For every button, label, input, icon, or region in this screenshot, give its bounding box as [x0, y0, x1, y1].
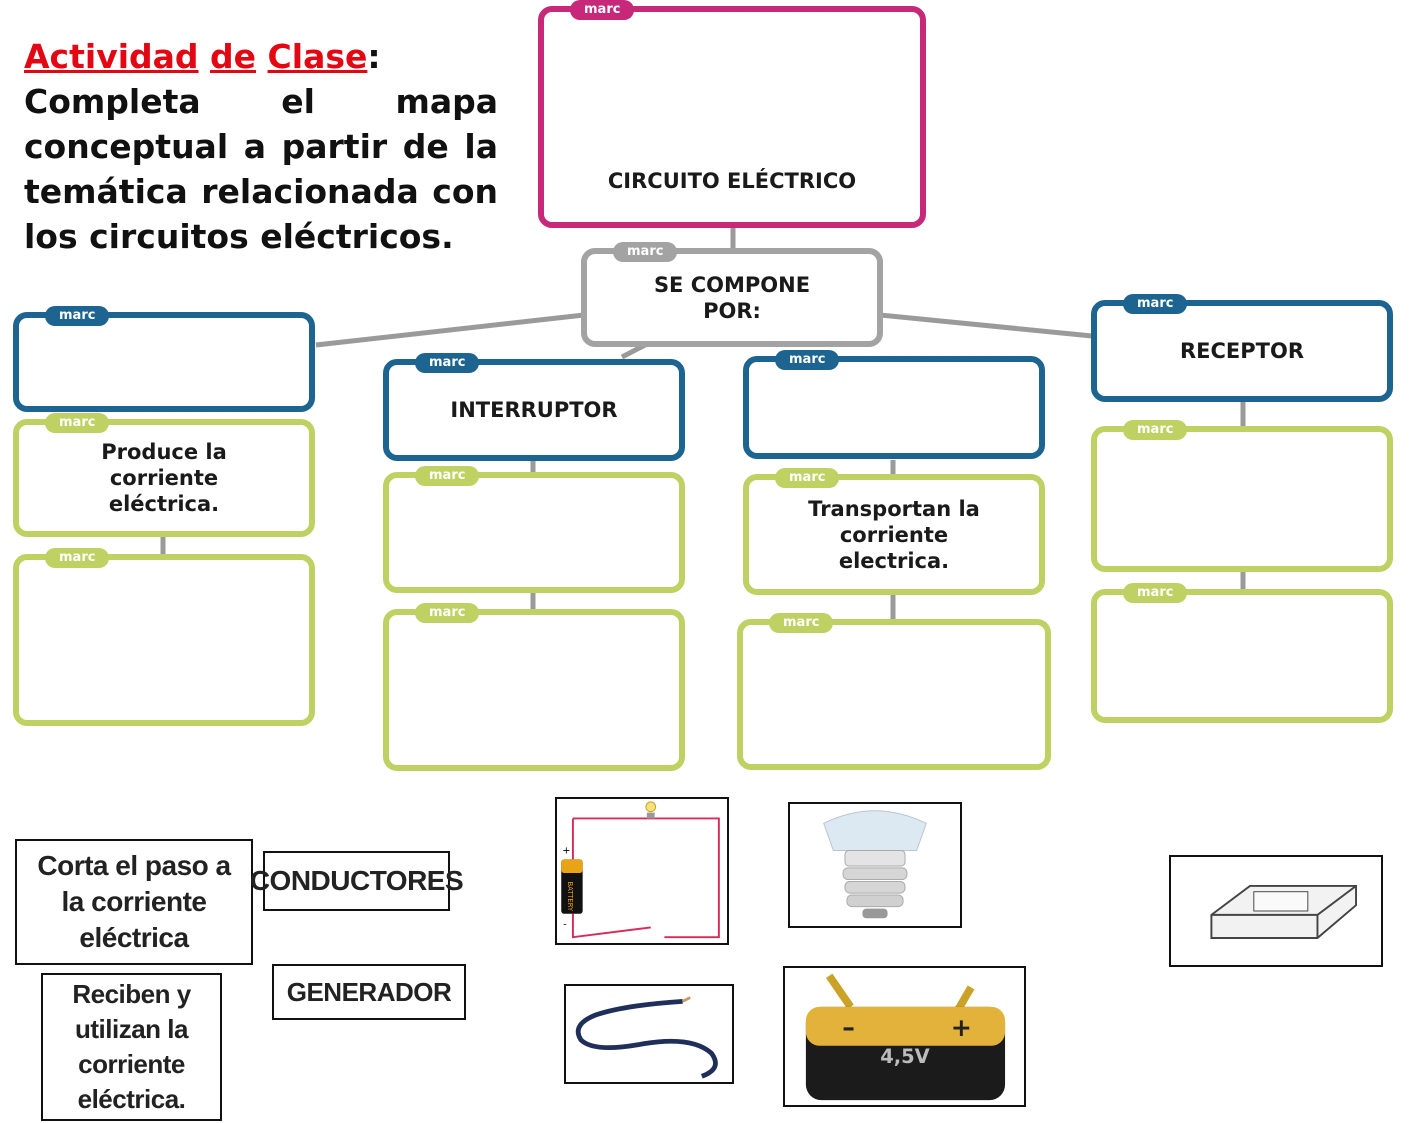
heading-instruction: Completa el mapa conceptual a partir de … [24, 82, 498, 256]
circuit-plus: + [562, 845, 570, 856]
composed-box[interactable]: marc SE COMPONE POR: [581, 242, 883, 347]
col2-desc-box[interactable]: marc [383, 466, 685, 593]
root-box[interactable]: marc CIRCUITO ELÉCTRICO [538, 0, 926, 228]
box-tag: marc [45, 306, 110, 326]
box-tag: marc [1123, 583, 1188, 603]
col3-desc: Transportan la corriente electrica. [808, 496, 980, 573]
activity-heading: Actividad de Clase: Completa el mapa con… [24, 34, 498, 259]
composed-label: SE COMPONE POR: [653, 272, 811, 323]
box-tag: marc [613, 242, 678, 262]
col3-example-box[interactable]: marc [737, 613, 1051, 770]
battery-minus: – [842, 1013, 855, 1042]
heading-word-de: de [210, 37, 257, 76]
battery-plus: + [951, 1013, 972, 1042]
card-conductores[interactable]: CONDUCTORES [250, 851, 464, 911]
col1-title-box[interactable]: marc [13, 306, 315, 412]
box-tag: marc [1123, 420, 1188, 440]
heading-word-actividad: Actividad [24, 37, 199, 76]
battery-voltage: 4,5V [880, 1045, 929, 1068]
box-tag: marc [415, 353, 480, 373]
card-conductores-text: CONDUCTORES [249, 865, 464, 896]
card-corta[interactable]: Corta el paso a la corriente eléctrica [15, 839, 253, 965]
heading-word-clase: Clase [267, 37, 368, 76]
battery-icon: – + 4,5V [805, 973, 1006, 1101]
card-corta-text: Corta el paso a la corriente eléctrica [37, 850, 231, 953]
col4-example-box[interactable]: marc [1091, 583, 1393, 723]
col3-desc-box[interactable]: marc Transportan la corriente electrica. [743, 468, 1045, 595]
box-tag: marc [775, 468, 840, 488]
col3-title-box[interactable]: marc [743, 350, 1045, 459]
cable-icon [575, 996, 718, 1079]
battery-image-card[interactable]: – + 4,5V [783, 966, 1026, 1107]
card-reciben-text: Reciben y utilizan la corriente eléctric… [72, 979, 191, 1114]
card-reciben[interactable]: Reciben y utilizan la corriente eléctric… [41, 973, 222, 1121]
col2-title-box[interactable]: marc INTERRUPTOR [383, 353, 685, 461]
root-label: CIRCUITO ELÉCTRICO [607, 169, 857, 193]
col4-title-box[interactable]: marc RECEPTOR [1091, 294, 1393, 402]
col4-title: RECEPTOR [1179, 339, 1304, 363]
box-tag: marc [45, 413, 110, 433]
card-generador-text: GENERADOR [286, 977, 452, 1007]
box-tag: marc [570, 0, 635, 20]
switch-icon [1210, 884, 1357, 939]
col4-desc-box[interactable]: marc [1091, 420, 1393, 572]
cable-image-card[interactable] [564, 984, 734, 1084]
box-tag: marc [415, 603, 480, 623]
circuit-diagram-icon: BATTERY + - [561, 801, 720, 939]
box-tag: marc [775, 350, 840, 370]
col2-example-box[interactable]: marc [383, 603, 685, 771]
switch-image-card[interactable] [1169, 855, 1383, 967]
bulb-image-card[interactable] [788, 802, 962, 928]
box-tag: marc [415, 466, 480, 486]
box-tag: marc [769, 613, 834, 633]
col1-example-box[interactable]: marc [13, 548, 315, 726]
circuit-image-card[interactable]: BATTERY + - [555, 797, 729, 945]
col2-title: INTERRUPTOR [450, 398, 618, 422]
box-tag: marc [45, 548, 110, 568]
light-bulb-icon [823, 810, 927, 919]
heading-title: Actividad de Clase: [24, 34, 498, 79]
heading-colon: : [367, 37, 381, 76]
battery-label: BATTERY [566, 881, 574, 912]
col1-desc: Produce la corriente eléctrica. [101, 440, 227, 516]
box-tag: marc [1123, 294, 1188, 314]
card-generador[interactable]: GENERADOR [272, 964, 466, 1020]
circuit-minus: - [563, 919, 567, 930]
col1-desc-box[interactable]: marc Produce la corriente eléctrica. [13, 413, 315, 537]
